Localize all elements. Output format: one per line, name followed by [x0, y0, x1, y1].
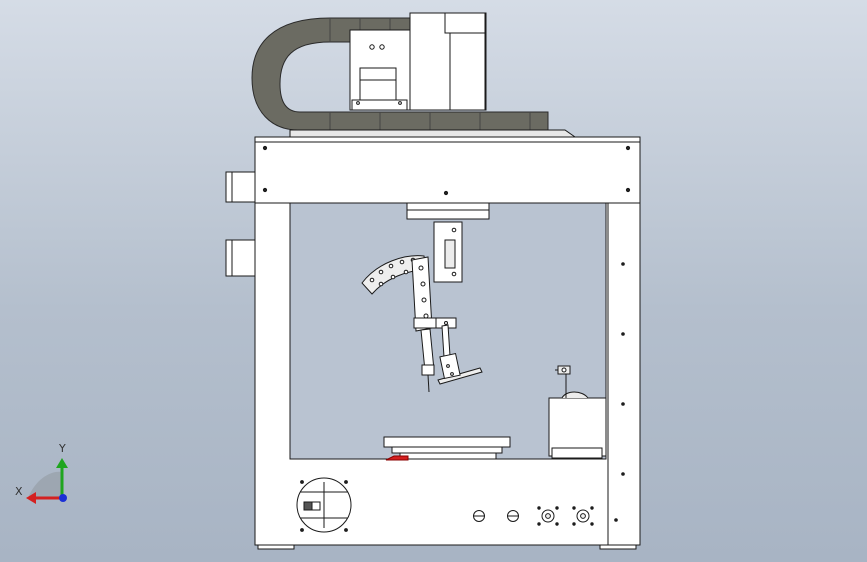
- control-switch-2[interactable]: [572, 506, 594, 526]
- main-frame: [225, 136, 641, 550]
- control-knob-2[interactable]: [507, 510, 519, 522]
- fan-grille: [296, 477, 352, 533]
- work-platform: [383, 436, 511, 461]
- control-switch-1[interactable]: [537, 506, 559, 526]
- coordinate-triad: [26, 458, 68, 504]
- sensor-module: [548, 365, 607, 459]
- x-axis-label: X: [15, 485, 23, 498]
- control-knob-1[interactable]: [473, 510, 485, 522]
- top-plate: [289, 129, 577, 138]
- y-axis-arrowhead: [56, 458, 68, 468]
- gantry-carriage: [349, 12, 487, 111]
- x-axis-arrowhead: [26, 492, 36, 504]
- y-axis-label: Y: [59, 442, 66, 455]
- dispense-arm: [411, 256, 483, 393]
- z-axis-dot: [59, 494, 67, 502]
- z-axis-head: [406, 202, 490, 283]
